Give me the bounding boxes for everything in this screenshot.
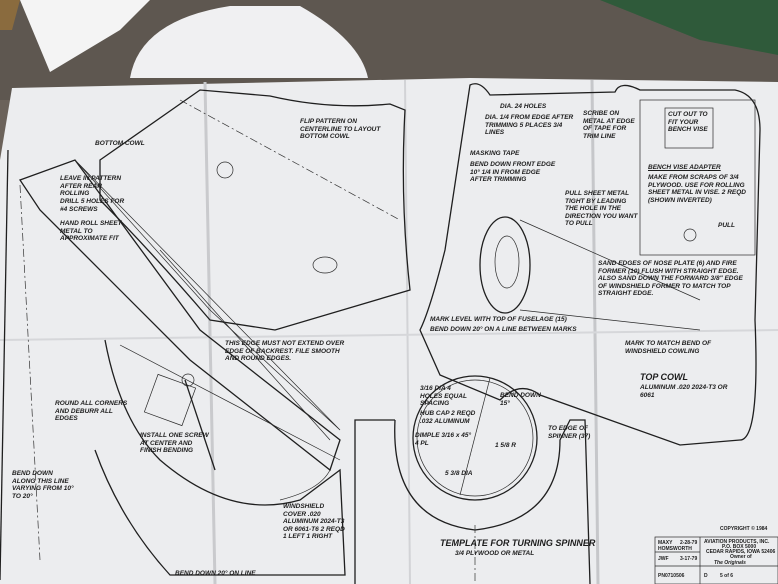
check-date: 3-17-79 — [680, 556, 697, 562]
install-note: INSTALL ONE SCREW AT CENTER AND FINISH B… — [140, 432, 209, 454]
paper-scrap-center — [130, 6, 368, 78]
sand-edges-note: SAND EDGES OF NOSE PLATE (6) AND FIRE FO… — [598, 260, 743, 297]
drawn-by: MAXY — [658, 540, 673, 546]
approved-by: JWF — [658, 556, 669, 562]
plan-sheet — [0, 78, 778, 584]
template-title: TEMPLATE FOR TURNING SPINNER — [440, 538, 596, 548]
hub-diameter: 5 3/8 DIA — [445, 470, 473, 477]
product-name: The Originals — [714, 560, 746, 566]
bend-down-line-note: BEND DOWN 20° ON LINE — [175, 570, 256, 577]
rear-edge-note: THIS EDGE MUST NOT EXTEND OVER EDGE OF B… — [225, 340, 345, 362]
bend-front-note: BEND DOWN FRONT EDGE 10° 1/4 IN FROM EDG… — [470, 161, 556, 183]
mark-match-note: MARK TO MATCH BEND OF WINDSHIELD COWLING — [625, 340, 712, 355]
pull-sheet-note: PULL SHEET METAL TIGHT BY LEADING THE HO… — [565, 190, 638, 227]
drawing-number: PN0710506 — [658, 573, 685, 579]
owner-label: Owner of — [730, 554, 752, 560]
sheet-size: D — [704, 573, 708, 579]
cut-out-note: CUT OUT TO FIT YOUR BENCH VISE — [668, 111, 708, 133]
top-cowl-label: TOP COWL — [640, 372, 688, 382]
bend-line-note: BEND DOWN 20° ON A LINE BETWEEN MARKS — [430, 326, 577, 333]
masking-tape-note: MASKING TAPE — [470, 150, 520, 157]
drawer-name: HOMSWORTH — [658, 546, 692, 552]
hub-cap-label: HUB CAP 2 REQD — [420, 410, 476, 417]
windshield-cover-part — [94, 339, 346, 576]
holes-note: DIA. 24 HOLES — [500, 103, 547, 110]
spinner-template — [354, 375, 591, 584]
sheet-number: 5 of 6 — [720, 573, 733, 579]
hub-radius: 1 5/8 R — [495, 442, 516, 449]
top-cowl-material: ALUMINUM .020 2024-T3 OR 6061 — [640, 384, 728, 399]
dimple-note: DIMPLE 3/16 x 45° 4 PL — [415, 432, 472, 447]
copyright: COPYRIGHT © 1984 — [720, 525, 768, 532]
mark-level-note: MARK LEVEL WITH TOP OF FUSELAGE (15) — [430, 316, 567, 323]
fold-line — [203, 81, 217, 584]
template-material: 3/4 PLYWOOD OR METAL — [455, 550, 535, 557]
company-address: P.O. BOX 5000 — [722, 544, 756, 550]
hub-bend-note: BEND DOWN 15° — [500, 392, 541, 407]
green-binder — [600, 0, 778, 55]
fold-line — [0, 329, 778, 341]
hub-cap-material: .032 ALUMINUM — [420, 418, 470, 425]
bench-vise-note: MAKE FROM SCRAPS OF 3/4 PLYWOOD. USE FOR… — [648, 174, 746, 204]
leave-in-note: LEAVE IN PATTERN AFTER REAR ROLLING — [60, 175, 122, 197]
paper-scrap-left — [20, 0, 150, 72]
windshield-note: WINDSHIELD COVER .020 ALUMINUM 2024-T3 O… — [283, 503, 345, 540]
bench-vise-title: BENCH VISE ADAPTER — [648, 164, 721, 171]
company-city: CEDAR RAPIDS, IOWA 52406 — [706, 549, 775, 555]
top-cowl-part — [419, 83, 761, 446]
from-edge-note: DIA. 1/4 FROM EDGE AFTER TRIMMING 5 PLAC… — [485, 114, 574, 136]
title-block: COPYRIGHT © 1984 MAXY 2-28-79 HOMSWORTH … — [654, 525, 778, 584]
hand-roll-note: HAND ROLL SHEET METAL TO APPROXIMATE FIT — [60, 220, 122, 242]
pull-label: PULL — [718, 222, 735, 229]
fold-line — [404, 79, 411, 584]
to-edge-note: TO EDGE OF SPINNER (37) — [548, 425, 591, 440]
drawn-date: 2-28-79 — [680, 540, 697, 546]
scribe-note: SCRIBE ON METAL AT EDGE OF TAPE FOR TRIM… — [583, 110, 635, 140]
bottom-cowl-label: BOTTOM COWL — [95, 140, 145, 147]
company-name: AVIATION PRODUCTS, INC. — [704, 539, 770, 545]
drill-holes-note: DRILL 5 HOLES FOR #4 SCREWS — [60, 198, 125, 213]
bottom-cowl-part — [99, 89, 411, 331]
flip-pattern-note: FLIP PATTERN ON CENTERLINE TO LAYOUT BOT… — [300, 118, 381, 140]
table-object — [0, 0, 20, 30]
hub-holes-note: 3/16 DIA 4 HOLES EQUAL SPACING — [420, 385, 467, 407]
bend-edges-note: BEND DOWN ALONG THIS LINE VARYING FROM 1… — [12, 470, 74, 500]
round-corners-note: ROUND ALL CORNERS AND DEBURR ALL EDGES — [55, 400, 128, 422]
side-cowl-strip — [19, 159, 341, 561]
